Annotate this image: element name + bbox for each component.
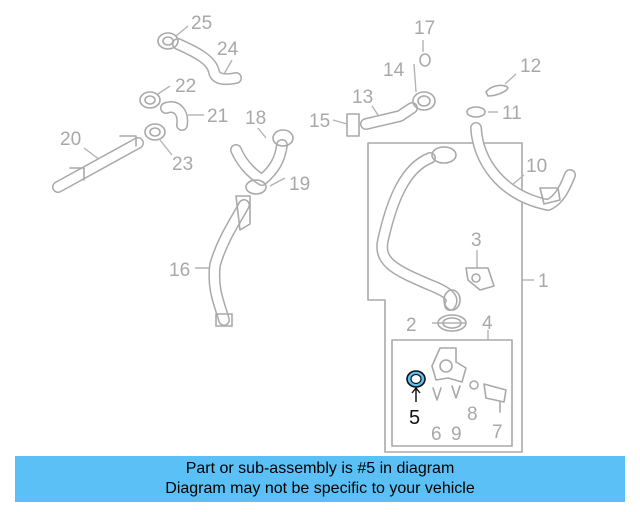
callout-18: 18 [245,108,266,129]
callout-10: 10 [526,156,547,177]
part-24-hose [172,38,242,86]
part-12-clip [485,84,509,97]
parts-diagram: 1 2 3 4 5 6 7 8 9 10 11 12 13 14 15 16 1… [52,13,576,453]
callout-13: 13 [352,87,373,108]
part-14-clamp [412,91,436,111]
part-19-clamps [245,129,294,195]
part-15-flange [346,113,360,137]
callout-numbers: 1 2 3 4 5 6 7 8 9 10 11 12 13 14 15 16 1… [60,13,549,445]
callout-15: 15 [309,111,330,132]
part-16-pipe [208,195,251,327]
sub-assembly-parts [431,347,507,413]
callout-25: 25 [191,13,212,34]
part-22-clamp [139,91,161,109]
sub-assembly-box [391,339,513,447]
part-10-pipe [470,122,576,211]
callout-9: 9 [451,424,462,445]
part-13-connector [360,102,418,130]
callout-5: 5 [409,407,420,429]
part-11-oring [466,106,486,118]
part-5-seal [406,370,426,402]
part-21-hose [160,101,189,131]
callout-8: 8 [467,404,478,425]
callout-11: 11 [502,103,522,124]
callout-20: 20 [60,129,81,150]
leader-lines [83,25,534,402]
part-25-clamp [157,32,179,50]
callout-17: 17 [414,18,435,39]
callout-21: 21 [207,106,228,127]
callout-1: 1 [538,271,549,292]
banner-line-1: Part or sub-assembly is #5 in diagram [185,460,455,477]
part-20-rail [52,135,144,193]
part-3-bracket [465,267,495,291]
callout-7: 7 [492,422,503,443]
callout-3: 3 [471,230,482,251]
callout-23: 23 [172,154,193,175]
callout-24: 24 [217,39,239,60]
callout-14: 14 [383,60,405,81]
banner-line-2: Diagram may not be specific to your vehi… [165,480,475,497]
callout-19: 19 [289,174,310,195]
callout-4: 4 [482,313,493,334]
part-2-clamp [437,314,467,332]
part-23-clamp [144,123,166,141]
assembly-outline [367,142,523,453]
info-banner: Part or sub-assembly is #5 in diagram Di… [15,456,625,502]
callout-6: 6 [431,424,442,445]
part-17-ring [419,53,431,67]
callout-16: 16 [169,260,190,281]
callout-22: 22 [175,76,196,97]
main-hose [376,146,461,311]
part-18-hose [230,139,288,186]
callout-2: 2 [406,315,417,336]
callout-12: 12 [520,56,541,77]
